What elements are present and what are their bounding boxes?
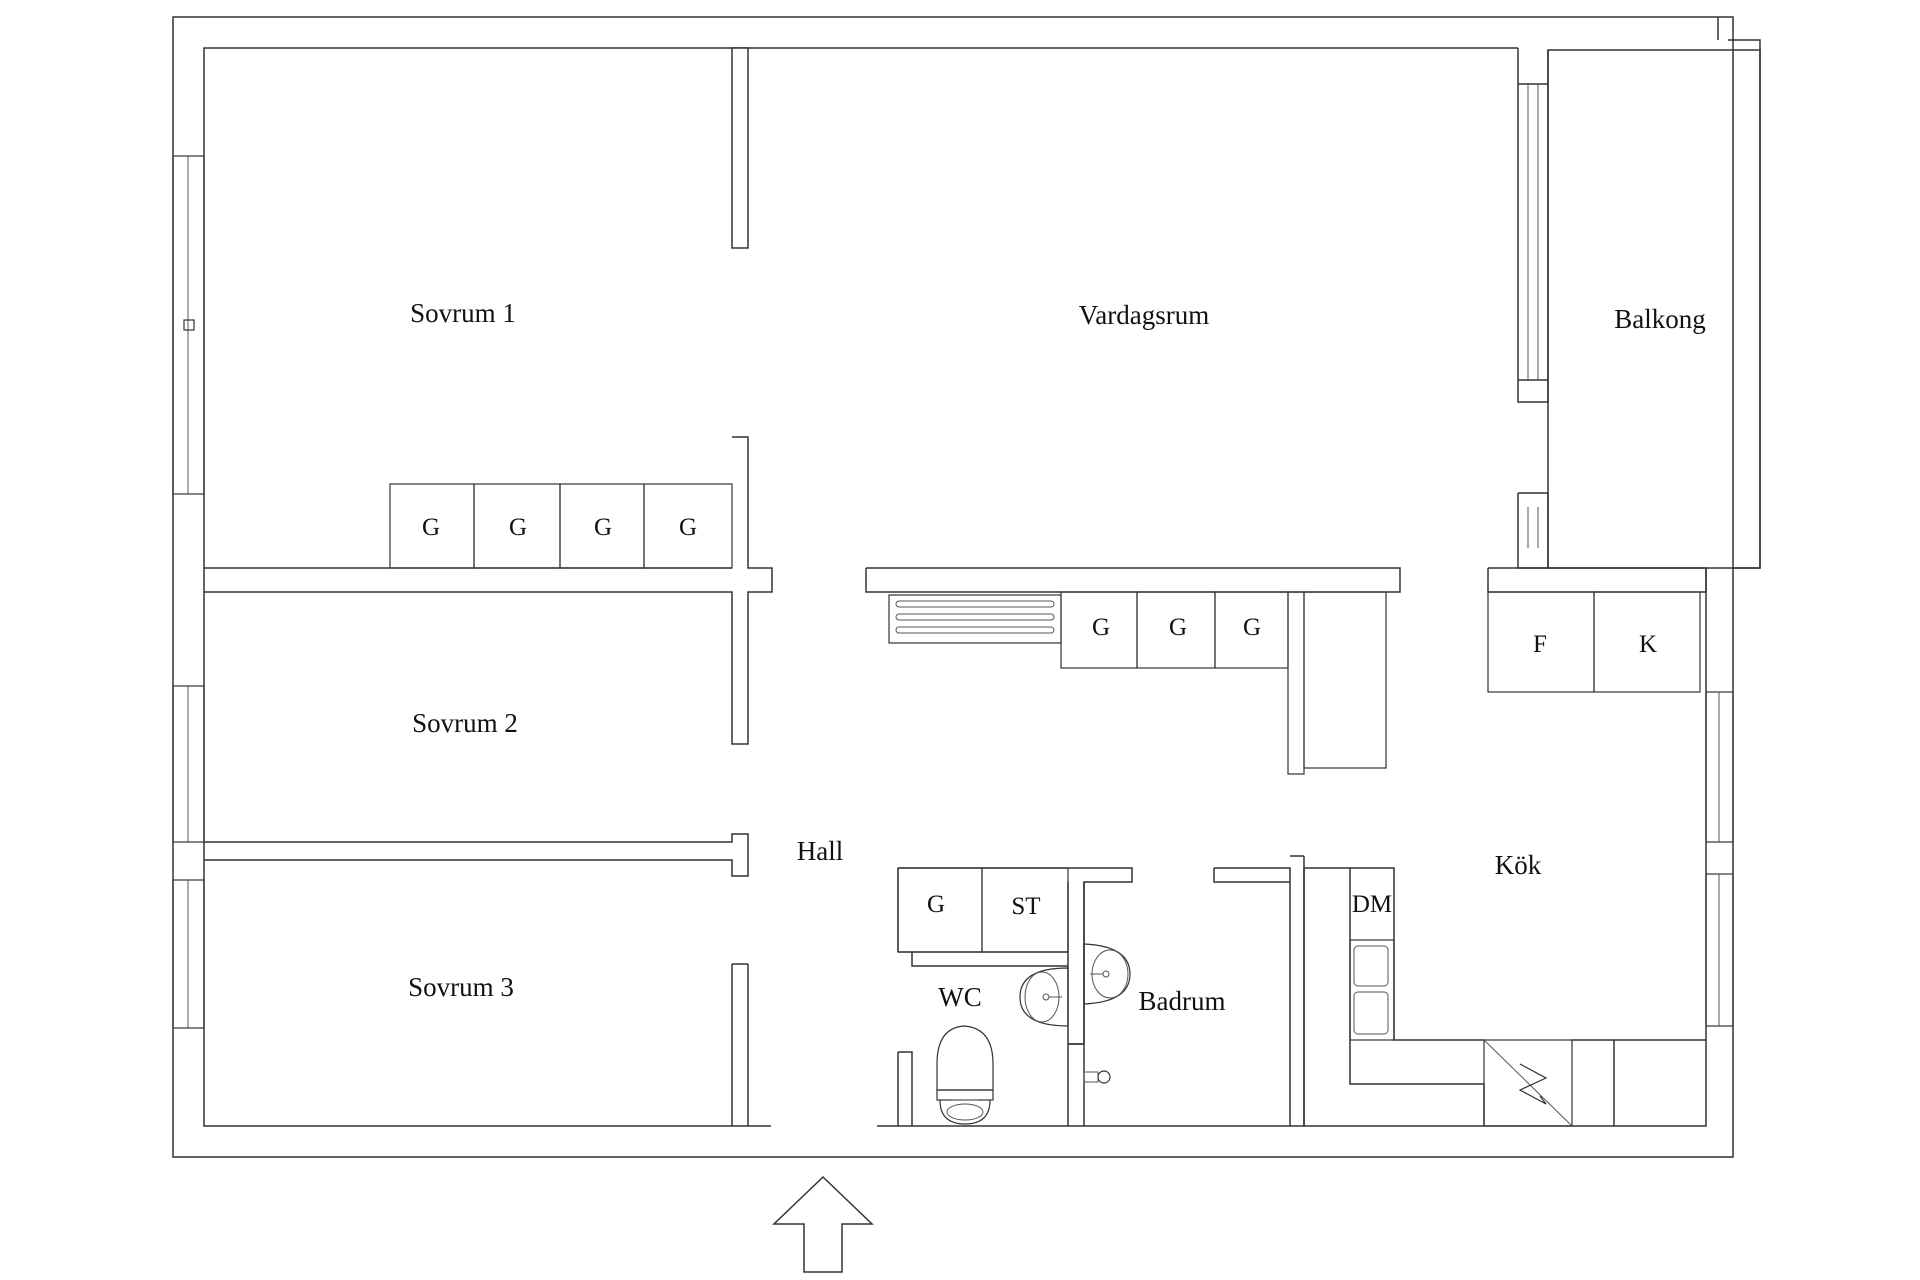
entrance-arrow-icon — [772, 1175, 874, 1273]
kitchen-sink-icon — [1349, 939, 1395, 1041]
sink-icon — [1083, 943, 1131, 1005]
room-label-sovrum-2: Sovrum 2 — [412, 708, 518, 738]
room-label-wc: WC — [938, 982, 982, 1012]
wardrobe-label: G — [509, 514, 527, 541]
wardrobes-sovrum-1 — [389, 483, 733, 569]
wardrobe-label: G — [927, 891, 945, 918]
stove-icon — [1483, 1039, 1573, 1127]
room-label-badrum: Badrum — [1139, 986, 1226, 1016]
wardrobe-label: G — [1092, 614, 1110, 641]
dishwasher-label: DM — [1352, 891, 1392, 918]
sovrum-2-3-walls — [204, 833, 749, 1126]
center-partition — [865, 567, 1707, 775]
wardrobes-hall — [1060, 591, 1289, 669]
hall-cabinets — [897, 867, 1069, 953]
sink-icon — [1019, 967, 1069, 1027]
shower-icon — [1083, 1070, 1111, 1084]
windows-right — [1705, 691, 1734, 1027]
room-label-vardagsrum: Vardagsrum — [1079, 300, 1209, 330]
room-label-hall: Hall — [797, 836, 844, 866]
wardrobe-label: G — [679, 514, 697, 541]
wardrobe-label: G — [1243, 614, 1261, 641]
freezer-label: K — [1639, 631, 1657, 658]
windows-left — [172, 155, 205, 1029]
wardrobe-label: G — [422, 514, 440, 541]
sovrum-1-walls — [204, 47, 773, 745]
room-label-kok: Kök — [1495, 850, 1542, 880]
radiator-icon — [888, 594, 1062, 644]
fridge-label: F — [1533, 631, 1547, 658]
toilet-icon — [936, 1025, 994, 1125]
wardrobe-label: G — [594, 514, 612, 541]
wardrobe-label: G — [1169, 614, 1187, 641]
room-label-sovrum-3: Sovrum 3 — [408, 972, 514, 1002]
fridge-freezer — [1487, 591, 1701, 693]
room-label-sovrum-1: Sovrum 1 — [410, 298, 516, 328]
storage-label: ST — [1011, 893, 1040, 920]
room-label-balkong: Balkong — [1614, 304, 1706, 334]
